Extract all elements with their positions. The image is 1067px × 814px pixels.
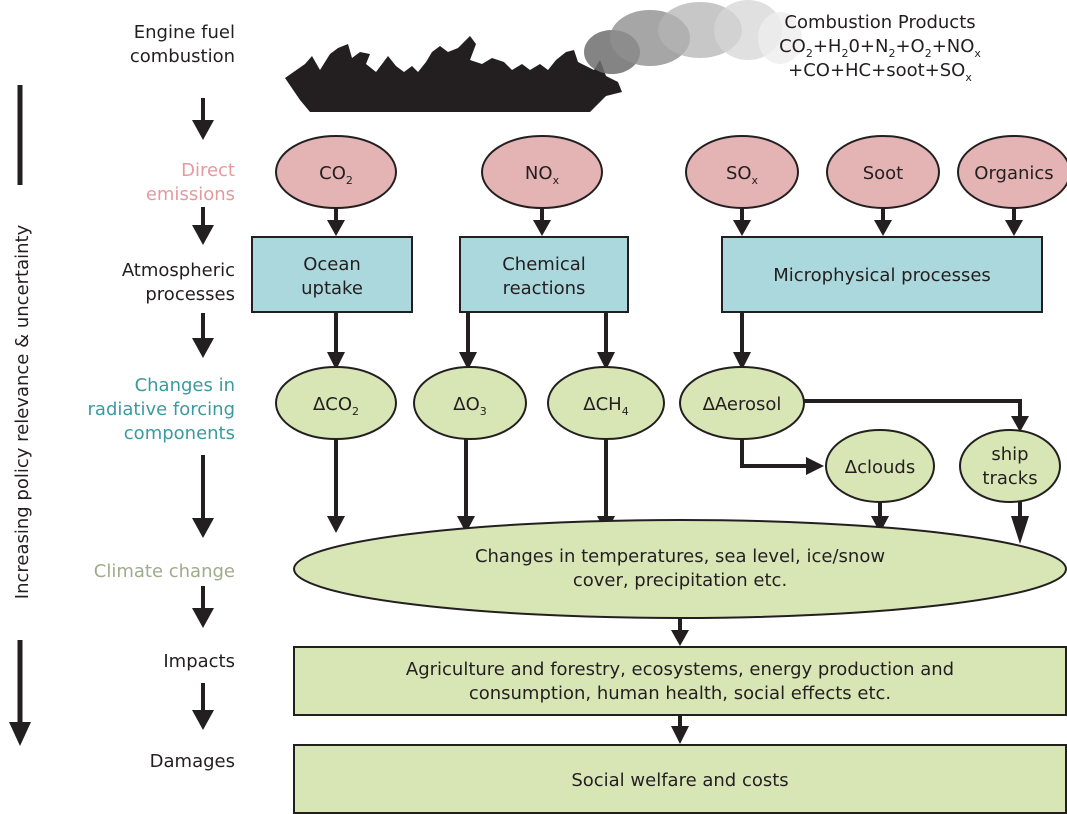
text-segment: SO (726, 163, 752, 184)
impacts-line1: Agriculture and forestry, ecosystems, en… (406, 659, 954, 680)
text-segment: CO (779, 36, 806, 57)
damages-box: Social welfare and costs (293, 744, 1067, 814)
forcing-dclouds-label: Δclouds (845, 457, 915, 478)
emission-soot-node: Soot (826, 135, 940, 209)
climate-line1: Changes in temperatures, sea level, ice/… (475, 546, 885, 567)
text-segment: 0+N (848, 36, 888, 57)
combustion-title: Combustion Products (784, 12, 975, 33)
process-ocean-line2: uptake (301, 278, 363, 299)
text-segment: x (974, 47, 981, 60)
damages-label: Social welfare and costs (571, 770, 788, 791)
emission-sox-node: SOx (685, 135, 799, 209)
text-segment: 3 (480, 405, 487, 418)
text-segment: Organics (974, 163, 1053, 184)
forcing-dch4-label: ΔCH4 (583, 394, 628, 418)
forcing-dco2-label: ΔCO2 (313, 394, 359, 418)
combustion-formula-line2: +CO+HC+soot+SOx (788, 60, 972, 84)
process-ocean-box: Ocean uptake (251, 236, 413, 313)
forcing-shiptracks-line1: ship (991, 444, 1028, 465)
stage-engine-line1: Engine fuel (134, 22, 235, 43)
process-chem-line2: reactions (503, 278, 586, 299)
side-arrow-label: Increasing policy relevance & uncertaint… (12, 224, 33, 599)
aerosol-branch-arrows (740, 399, 1022, 468)
forcing-arrows (334, 439, 1022, 518)
text-segment: ΔAerosol (703, 394, 782, 415)
stage-climate: Climate change (94, 561, 235, 582)
emission-arrows (327, 208, 1023, 236)
forcing-dch4-node: ΔCH4 (547, 366, 665, 440)
stage-engine-line2: combustion (130, 46, 235, 67)
text-segment: 2 (346, 174, 353, 187)
climate-impacts-arrowhead (671, 630, 689, 646)
stage-damages: Damages (150, 751, 235, 772)
process-micro-label: Microphysical processes (773, 265, 991, 286)
stage-atmos-line2: processes (145, 284, 235, 305)
smoke-plume (584, 0, 802, 74)
forcing-do3-node: ΔO3 (413, 366, 527, 440)
text-segment: +O (895, 36, 924, 57)
process-micro-box: Microphysical processes (721, 236, 1043, 313)
forcing-daerosol-node: ΔAerosol (679, 366, 805, 440)
text-segment: 2 (806, 47, 813, 60)
forcing-dclouds-node: Δclouds (825, 429, 935, 503)
process-chem-line1: Chemical (502, 254, 586, 275)
text-segment: 2 (352, 405, 359, 418)
text-segment: Δclouds (845, 457, 915, 478)
forcing-do3-label: ΔO3 (453, 394, 486, 418)
stage-forcing-line3: components (124, 423, 235, 444)
text-segment: 2 (888, 47, 895, 60)
emission-co2-node: CO2 (275, 135, 397, 209)
text-segment: 2 (841, 47, 848, 60)
text-segment: ΔO (453, 394, 479, 415)
climate-node: Changes in temperatures, sea level, ice/… (293, 519, 1067, 619)
process-chemical-box: Chemical reactions (459, 236, 629, 313)
text-segment: CO (319, 163, 346, 184)
emission-nox-node: NOx (481, 135, 603, 209)
emission-soot-label: Soot (863, 163, 904, 184)
forcing-daerosol-label: ΔAerosol (703, 394, 782, 415)
forcing-shiptracks-node: ship tracks (959, 429, 1061, 503)
text-segment: ΔCH (583, 394, 621, 415)
text-segment: +NO (932, 36, 975, 57)
forcing-shiptracks-line2: tracks (982, 468, 1037, 489)
text-segment: ΔCO (313, 394, 352, 415)
side-arrow (9, 85, 31, 746)
text-segment: x (553, 174, 560, 187)
impacts-line2: consumption, human health, social effect… (469, 683, 891, 704)
text-segment: +CO+HC+soot+SO (788, 60, 965, 81)
emission-organics-label: Organics (974, 163, 1053, 184)
forcing-dco2-node: ΔCO2 (275, 366, 397, 440)
impacts-box: Agriculture and forestry, ecosystems, en… (293, 646, 1067, 716)
text-segment: 4 (622, 405, 629, 418)
stage-arrows (192, 98, 214, 730)
text-segment: x (752, 174, 759, 187)
climate-line2: cover, precipitation etc. (573, 570, 787, 591)
emission-nox-label: NOx (525, 163, 560, 187)
process-ocean-line1: Ocean (303, 254, 361, 275)
text-segment: Soot (863, 163, 904, 184)
text-segment: NO (525, 163, 553, 184)
stage-forcing-line1: Changes in (135, 375, 235, 396)
impacts-damages-arrowhead (671, 726, 689, 744)
stage-forcing-line2: radiative forcing (88, 399, 235, 420)
stage-atmos-line1: Atmospheric (122, 260, 235, 281)
process-arrowheads (327, 352, 751, 370)
stage-impacts: Impacts (163, 651, 235, 672)
text-segment: +H (813, 36, 842, 57)
emission-organics-node: Organics (957, 135, 1067, 209)
stage-direct-line2: emissions (146, 184, 235, 205)
emission-sox-label: SOx (726, 163, 759, 187)
ship-icon (285, 36, 622, 112)
process-arrows (334, 312, 744, 355)
text-segment: x (965, 71, 972, 84)
text-segment: 2 (925, 47, 932, 60)
stage-direct-line1: Direct (181, 160, 235, 181)
combustion-formula-line1: CO2+H20+N2+O2+NOx (779, 36, 981, 60)
emission-co2-label: CO2 (319, 163, 353, 187)
aerosol-branch-arrowheads (806, 416, 1029, 475)
